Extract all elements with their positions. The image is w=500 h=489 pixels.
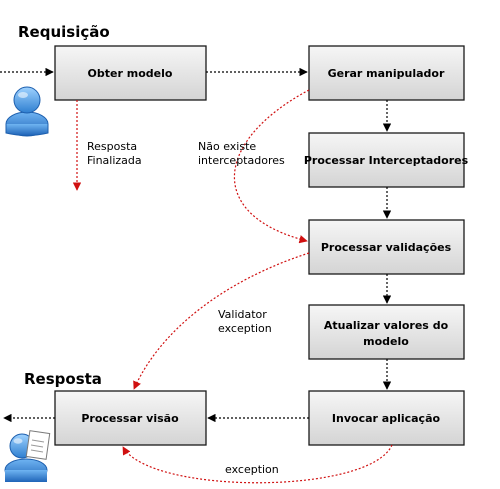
invocar-aplicacao-label: Invocar aplicação [332,412,441,425]
processar-interceptadores-box: Processar Interceptadores [304,132,469,188]
user-icon [5,86,49,137]
resposta-finalizada-note-line1: Resposta [87,140,137,153]
response-heading: Resposta [24,370,102,388]
processar-validacoes-label: Processar validações [321,241,452,254]
gerar-manipulador-label: Gerar manipulador [328,67,445,80]
nao-existe-interceptadores-arrow [233,89,310,244]
exception-note: exception [225,463,279,476]
processar-validacoes-box: Processar validações [308,219,465,275]
atualizar-valores-box: Atualizar valores do modelo [308,304,465,360]
exception-arrow [122,444,393,484]
processar-visao-label: Processar visão [81,412,179,425]
nao-existe-note-line1: Não existe [198,140,256,153]
processar-interceptadores-label: Processar Interceptadores [304,154,469,167]
processar-visao-box: Processar visão [54,390,207,446]
atualizar-valores-label-line1: Atualizar valores do [324,319,449,332]
request-heading: Requisição [18,23,110,41]
validator-exception-note-line2: exception [218,322,272,335]
validator-exception-arrow [133,252,310,390]
atualizar-valores-label-line2: modelo [363,335,409,348]
invocar-aplicacao-box: Invocar aplicação [308,390,465,446]
gerar-manipulador-box: Gerar manipulador [308,45,465,101]
user-document-icon [4,430,51,482]
document-icon [25,430,51,460]
obter-modelo-label: Obter modelo [88,67,173,80]
nao-existe-note-line2: interceptadores [198,154,285,167]
resposta-finalizada-note-line2: Finalizada [87,154,142,167]
obter-modelo-box: Obter modelo [54,45,207,101]
validator-exception-note-line1: Validator [218,308,267,321]
